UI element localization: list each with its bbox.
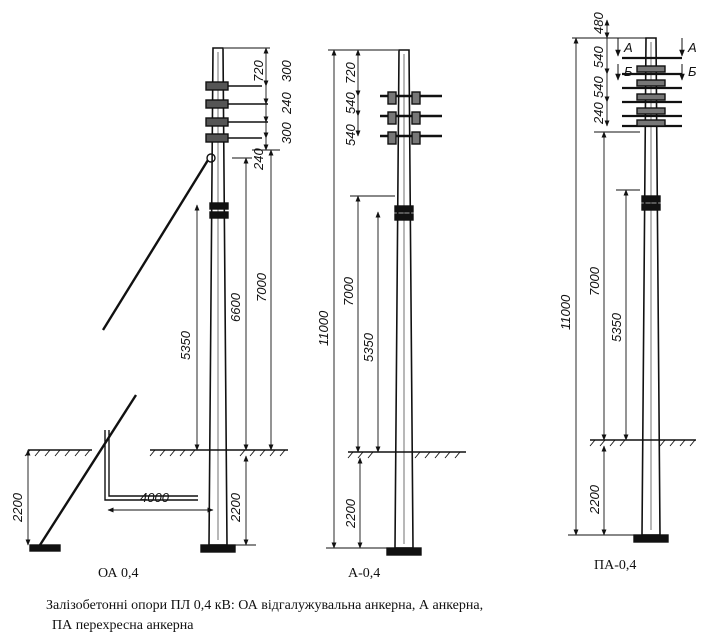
pole-a: 720 540 540 11000 7000 5350 2200 <box>316 49 466 556</box>
dim-5350-oa: 5350 <box>178 330 193 360</box>
pole-oa: 720 300 240 300 240 5350 6600 7000 2200 … <box>10 47 294 553</box>
dim-7000-pa: 7000 <box>587 266 602 296</box>
section-b-right-pa: Б <box>688 64 697 79</box>
section-a-right-pa: А <box>687 40 697 55</box>
pole-pa: 480 540 540 240 11000 7000 5350 2200 А А… <box>558 12 697 543</box>
pole-base-a <box>386 547 422 556</box>
ground-line-a <box>347 451 466 459</box>
dim-7000-a: 7000 <box>341 276 356 306</box>
dim-2200-a: 2200 <box>343 498 358 529</box>
strut-oa <box>101 159 210 331</box>
dims-oa <box>25 47 280 546</box>
dim-540a-a: 540 <box>343 92 358 114</box>
dim-300-oa: 300 <box>279 122 294 144</box>
label-pole-oa: ОА 0,4 <box>98 566 139 581</box>
dim-240-low-oa: 240 <box>251 148 266 171</box>
dim-2200-oa: 2200 <box>228 492 243 523</box>
pole-base-oa <box>200 544 236 553</box>
dim-4000-oa: 4000 <box>140 490 170 505</box>
dim-6600-oa: 6600 <box>228 292 243 322</box>
dim-brace-2200-oa: 2200 <box>10 492 25 523</box>
section-b-left-pa: Б <box>624 64 633 79</box>
dims-a <box>326 49 398 549</box>
dim-11000-a: 11000 <box>316 310 331 346</box>
dim-5350-pa: 5350 <box>609 312 624 342</box>
label-pole-a: А-0,4 <box>348 566 381 581</box>
insulators-pa <box>622 56 682 128</box>
dim-7000-oa: 7000 <box>254 272 269 302</box>
dim-720-a: 720 <box>343 62 358 84</box>
dim-240-pa: 240 <box>591 102 606 125</box>
anchor-plate-oa <box>29 544 61 552</box>
dim-300-top-oa: 300 <box>279 60 294 82</box>
dims-pa <box>568 19 646 536</box>
section-markers-pa <box>615 38 685 81</box>
section-a-left-pa: А <box>623 40 633 55</box>
dim-720-oa: 720 <box>251 60 266 82</box>
caption-line-1: Залізобетонні опори ПЛ 0,4 кВ: ОА відгал… <box>46 598 484 613</box>
dim-540a-pa: 540 <box>591 46 606 68</box>
dim-540b-pa: 540 <box>591 76 606 98</box>
caption-line-2: ПА перехресна анкерна <box>52 618 194 633</box>
insulators-oa <box>205 81 268 163</box>
anchor-rod-oa <box>38 394 138 546</box>
insulators-a <box>380 91 442 145</box>
dim-540b-a: 540 <box>343 124 358 146</box>
dim-480-pa: 480 <box>591 12 606 34</box>
label-pole-pa: ПА-0,4 <box>594 558 637 573</box>
dim-5350-a: 5350 <box>361 332 376 362</box>
dim-240-oa: 240 <box>279 92 294 115</box>
dim-11000-pa: 11000 <box>558 294 573 330</box>
pole-base-pa <box>633 534 669 543</box>
ground-line-oa <box>24 449 288 457</box>
dim-2200-pa: 2200 <box>587 484 602 515</box>
